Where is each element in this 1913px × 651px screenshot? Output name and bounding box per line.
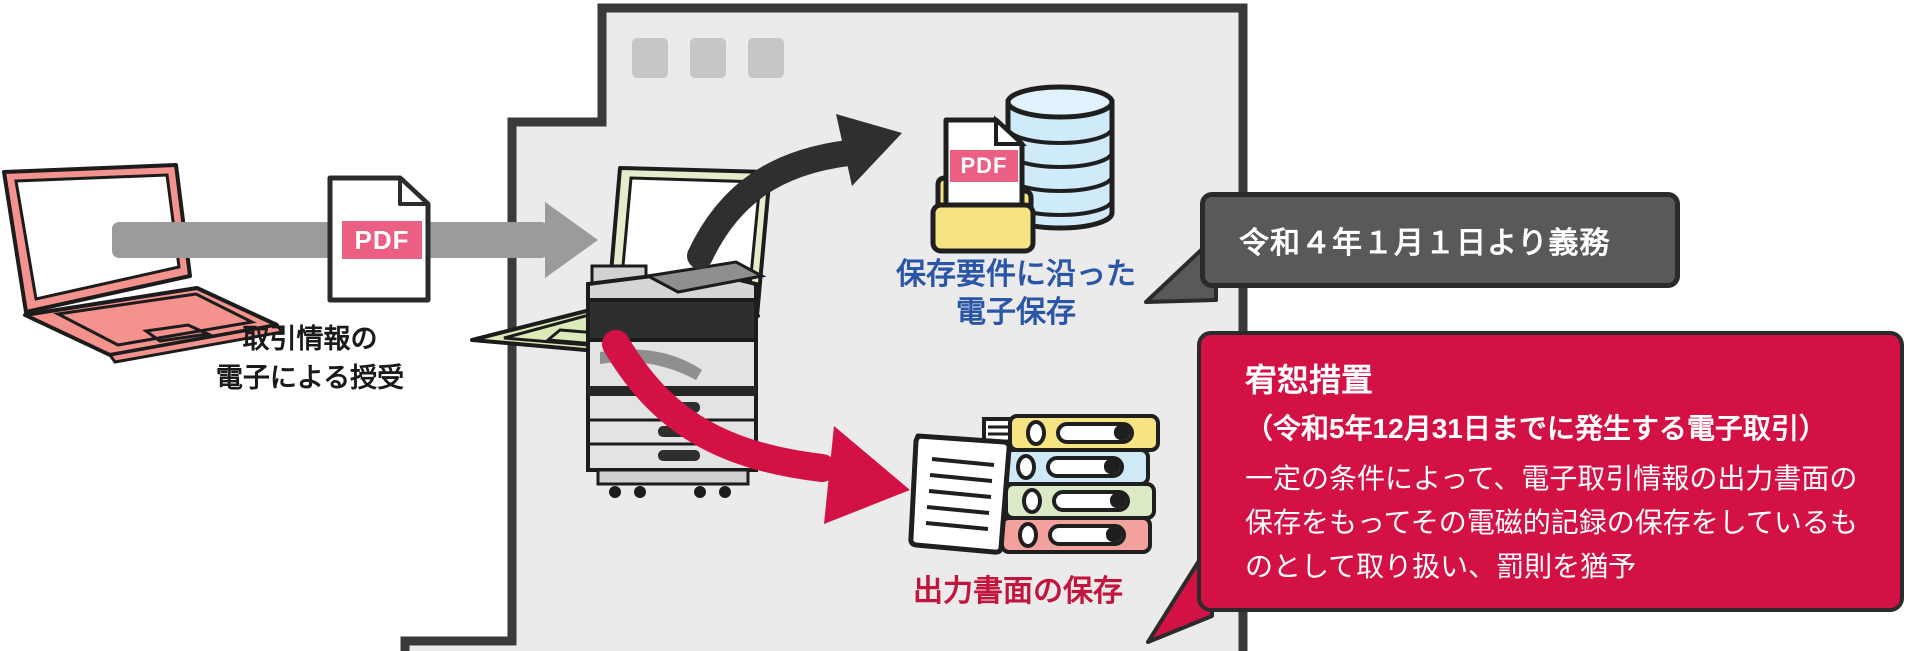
stored-pdf-file-icon [943, 115, 1028, 215]
pdf-badge-label: PDF [354, 224, 410, 255]
to-storage-arrow-icon [687, 114, 902, 269]
transfer-caption: 取引情報の 電子による授受 [145, 320, 475, 398]
paper-storage-label: 出力書面の保存 [913, 575, 1123, 608]
transfer-caption-line1: 取引情報の [242, 324, 378, 354]
electronic-storage-label: 保存要件に沿った 電子保存 [866, 256, 1166, 331]
pdf-badge-label: PDF [960, 153, 1008, 178]
grace-period-subtitle: （令和5年12月31日までに発生する電子取引） [1245, 413, 1827, 444]
grace-period-body: 一定の条件によって、電子取引情報の出力書面の保存をもってその電磁的記録の保存をし… [1245, 463, 1858, 583]
window-icon [632, 38, 668, 78]
window-icon [690, 38, 726, 78]
window-icon [748, 38, 784, 78]
electronic-storage-label-line2: 電子保存 [956, 295, 1076, 329]
printed-sheet-icon [908, 433, 1012, 555]
folder-icon [930, 115, 1036, 254]
grace-period-title: 宥恕措置 [1245, 362, 1374, 398]
to-paper-arrow-icon [602, 330, 910, 524]
grace-period-speech-bubble: 宥恕措置 （令和5年12月31日までに発生する電子取引） 一定の条件によって、電… [1197, 331, 1904, 612]
electronic-storage-label-line1: 保存要件に沿った [896, 258, 1136, 291]
mandatory-speech-bubble: 令和４年１月１日より義務 [1200, 192, 1680, 288]
transfer-caption-line2: 電子による授受 [215, 363, 405, 394]
sender-laptop-icon [2, 163, 285, 364]
mandatory-speech-bubble-text: 令和４年１月１日より義務 [1239, 227, 1611, 260]
pdf-file-icon [327, 175, 431, 303]
